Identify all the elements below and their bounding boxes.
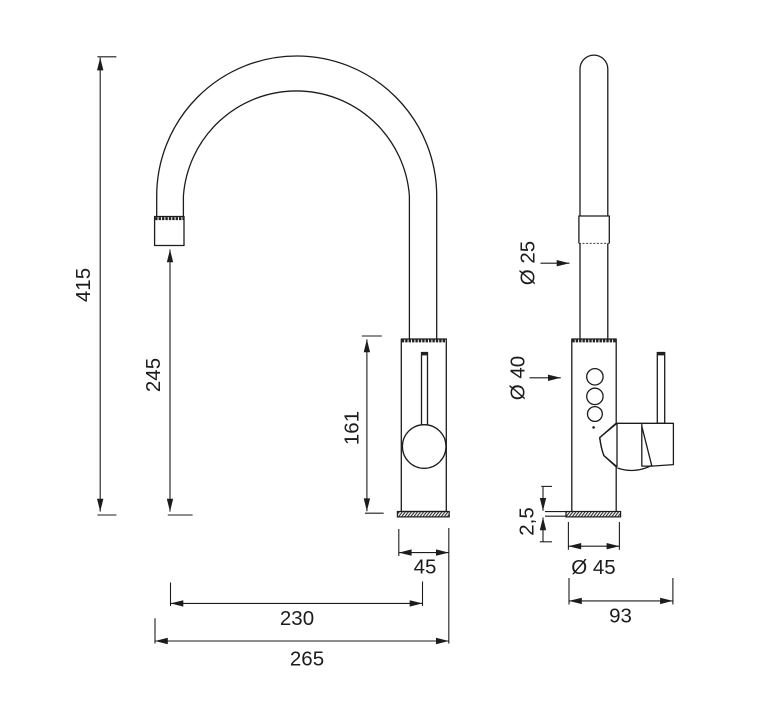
dim-label-total-height: 415 [72, 268, 95, 302]
dim-label-base-diameter: Ø 45 [571, 556, 615, 579]
side-indicator-dot [592, 426, 595, 429]
front-base-flange [396, 510, 450, 518]
dim-front-outlet-to-axis: 230 [169, 581, 424, 630]
front-spout-outer-edge [156, 55, 438, 339]
side-spout-lower [579, 243, 609, 339]
side-spout-upper [579, 54, 609, 216]
side-button-bottom [586, 405, 603, 423]
front-lever-pivot [401, 424, 447, 469]
side-handle-block [641, 422, 675, 467]
side-body [571, 338, 617, 512]
front-view [153, 55, 450, 518]
front-spout-inner-edge [182, 90, 411, 339]
front-lever-rod [420, 351, 429, 427]
dim-label-base-width: 45 [414, 556, 437, 579]
dim-label-spout-diameter: Ø 25 [517, 241, 540, 285]
side-handle-rod [656, 351, 666, 424]
dim-side-body-diameter: Ø 40 [507, 356, 561, 400]
dim-label-outlet-to-axis: 230 [280, 607, 314, 630]
side-view [565, 54, 675, 518]
side-spout-band [578, 215, 610, 244]
side-button-middle [586, 387, 604, 406]
dim-front-body-height: 161 [341, 335, 384, 514]
side-handle-cone-edge [599, 422, 617, 468]
dim-label-base-thickness: 2,5 [516, 507, 539, 536]
dim-label-body-diameter: Ø 40 [507, 356, 530, 400]
dim-label-overall-depth: 93 [609, 605, 632, 628]
dim-side-overall-depth: 93 [568, 578, 674, 628]
side-button-top [586, 367, 604, 386]
dim-side-spout-diameter: Ø 25 [517, 241, 570, 285]
dim-front-total-height: 415 [72, 56, 117, 516]
front-spout-tip [153, 215, 185, 247]
dim-side-base-thickness: 2,5 [516, 485, 567, 543]
dim-label-outlet-height: 245 [142, 358, 165, 392]
dim-label-body-height: 161 [341, 411, 364, 445]
dim-front-base-width: 45 [398, 528, 450, 644]
dim-front-overall-depth: 265 [154, 618, 449, 671]
side-base-flange [565, 510, 622, 518]
dim-label-overall-depth: 265 [290, 648, 324, 671]
dim-side-base-diameter: Ø 45 [567, 522, 620, 579]
side-handle-block-seam [641, 426, 653, 466]
dim-front-outlet-height: 245 [142, 249, 193, 516]
